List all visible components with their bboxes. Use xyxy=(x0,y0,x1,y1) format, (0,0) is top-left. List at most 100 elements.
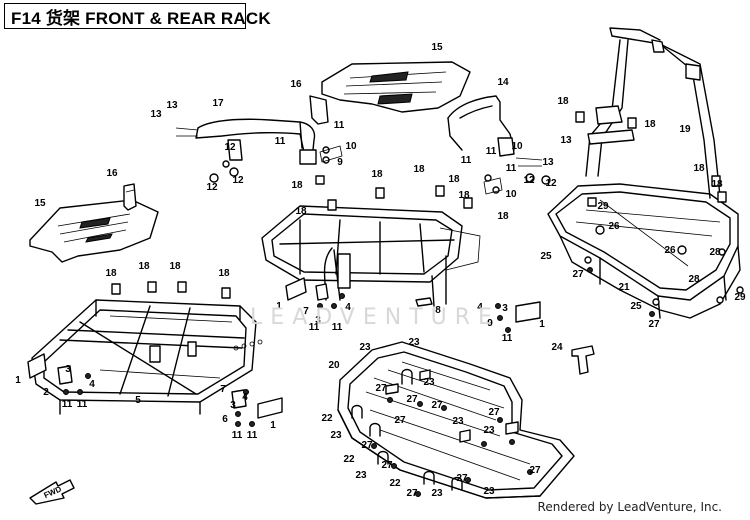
callout-label: 11 xyxy=(77,399,88,410)
callout-label: 29 xyxy=(597,201,609,212)
callout-label: 15 xyxy=(34,198,46,209)
rear-upright-frame[interactable] xyxy=(585,27,721,199)
callout-label: 3 xyxy=(65,364,71,375)
callout-label: 11 xyxy=(486,146,497,157)
callout-label: 13 xyxy=(150,109,162,120)
callout-label: 27 xyxy=(431,400,443,411)
callout-label: 9 xyxy=(487,318,493,329)
callout-label: 24 xyxy=(551,342,563,353)
reflector-front-right[interactable] xyxy=(257,397,283,419)
callout-label: 11 xyxy=(461,155,472,166)
bracket-front-right[interactable] xyxy=(231,389,247,409)
callout-label: 5 xyxy=(135,395,141,406)
front-rack-frame[interactable] xyxy=(31,299,263,415)
callout-label: 23 xyxy=(408,337,420,348)
callout-label: 8 xyxy=(435,305,441,316)
callout-label: 25 xyxy=(630,301,642,312)
rack-pad-left[interactable] xyxy=(29,199,159,263)
bracket-center[interactable] xyxy=(309,95,329,125)
reflector-center-left[interactable] xyxy=(285,277,307,301)
callout-label: 27 xyxy=(572,269,584,280)
callout-label: 11 xyxy=(332,322,343,333)
callout-label: 11 xyxy=(502,333,513,344)
callout-label: 18 xyxy=(497,211,509,222)
diagram-title: F14 货架 FRONT & REAR RACK xyxy=(11,8,271,28)
callout-label: 20 xyxy=(328,360,340,371)
callout-label: 11 xyxy=(247,430,258,441)
callout-label: 12 xyxy=(545,178,557,189)
callout-label: 22 xyxy=(321,413,333,424)
callout-label: 3 xyxy=(230,400,236,411)
callout-label: 27 xyxy=(394,415,406,426)
callout-label: 27 xyxy=(488,407,500,418)
callout-label: 18 xyxy=(458,190,470,201)
callout-label: 11 xyxy=(62,399,73,410)
callout-label: 18 xyxy=(295,206,307,217)
callout-label: 10 xyxy=(345,141,357,152)
callout-label: 18 xyxy=(711,179,723,190)
callout-label: 19 xyxy=(679,124,691,135)
rear-handle-bar[interactable] xyxy=(447,95,551,185)
callout-label: 15 xyxy=(431,42,443,53)
rear-rack-basket[interactable] xyxy=(547,183,744,319)
callout-label: 9 xyxy=(337,157,343,168)
render-credit: Rendered by LeadVenture, Inc. xyxy=(537,500,722,514)
callout-label: 12 xyxy=(232,175,244,186)
callout-label: 18 xyxy=(644,119,656,130)
callout-label: 27 xyxy=(406,394,418,405)
bracket-front-left[interactable] xyxy=(57,365,73,385)
callout-label: 18 xyxy=(413,164,425,175)
callout-label: 23 xyxy=(423,377,435,388)
callout-label: 26 xyxy=(608,221,620,232)
bolts-front xyxy=(63,281,255,427)
callout-label: 27 xyxy=(406,488,418,499)
callout-label: 23 xyxy=(452,416,464,427)
callout-label: 28 xyxy=(709,247,721,258)
callout-label: 10 xyxy=(511,141,523,152)
callout-label: 7 xyxy=(220,384,226,395)
callout-label: 11 xyxy=(334,120,345,131)
reflector-center-right[interactable] xyxy=(515,301,541,323)
callout-label: 13 xyxy=(560,135,572,146)
callout-label: 11 xyxy=(506,163,517,174)
callout-label: 21 xyxy=(618,282,630,293)
callout-label: 4 xyxy=(242,392,248,403)
bolts-center xyxy=(315,145,511,333)
callout-label: 1 xyxy=(270,420,276,431)
callout-label: 14 xyxy=(497,77,509,88)
callout-label: 27 xyxy=(361,440,373,451)
callout-label: 18 xyxy=(693,163,705,174)
callout-label: 23 xyxy=(330,430,342,441)
front-handle-bar[interactable] xyxy=(175,118,317,183)
callout-label: 18 xyxy=(291,180,303,191)
callout-label: 4 xyxy=(345,302,351,313)
callout-label: 25 xyxy=(540,251,552,262)
mounting-bracket-24[interactable] xyxy=(571,345,595,375)
callout-label: 23 xyxy=(355,470,367,481)
bracket-center-left[interactable] xyxy=(315,283,329,301)
callout-label: 11 xyxy=(232,430,243,441)
callout-label: 26 xyxy=(664,245,676,256)
callout-label: 3 xyxy=(315,315,321,326)
callout-label: 16 xyxy=(106,168,118,179)
callout-label: 18 xyxy=(557,96,569,107)
callout-label: 29 xyxy=(734,292,746,303)
callout-label: 27 xyxy=(381,460,393,471)
callout-label: 28 xyxy=(688,274,700,285)
callout-label: 4 xyxy=(89,379,95,390)
callout-label: 12 xyxy=(224,142,236,153)
reflector-front-left[interactable] xyxy=(27,353,47,379)
callout-label: 1 xyxy=(276,301,282,312)
callout-label: 18 xyxy=(169,261,181,272)
cargo-basket[interactable] xyxy=(337,341,575,499)
watermark: LEADVENTURE xyxy=(250,305,500,330)
bracket-left[interactable] xyxy=(123,183,137,211)
callout-label: 27 xyxy=(456,473,468,484)
callout-label: 27 xyxy=(529,465,541,476)
rack-pad-top[interactable] xyxy=(321,61,471,113)
callout-label: 13 xyxy=(542,157,554,168)
center-rack-frame[interactable] xyxy=(261,205,481,307)
callout-label: 1 xyxy=(15,375,21,386)
